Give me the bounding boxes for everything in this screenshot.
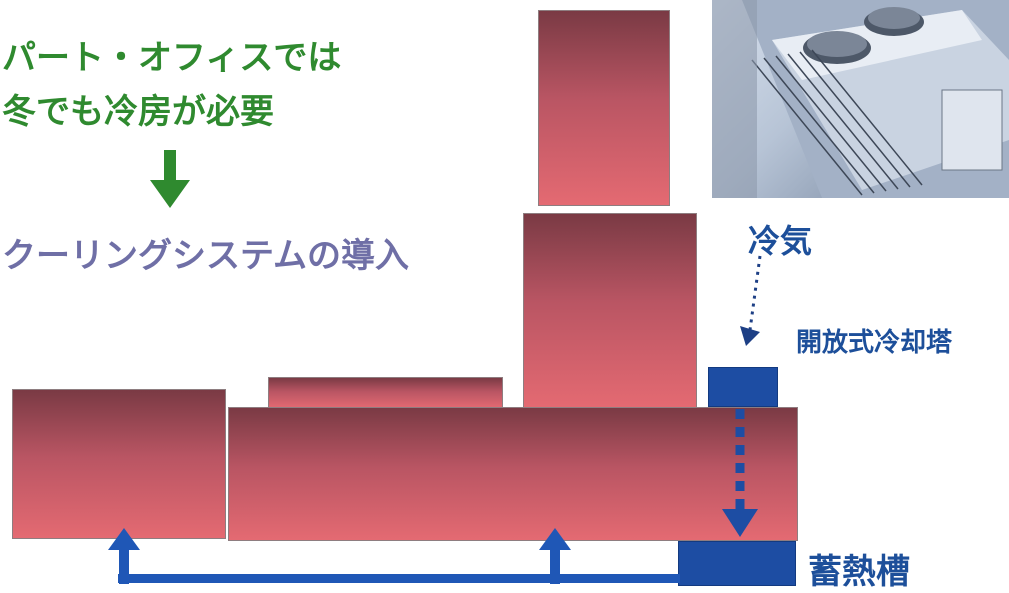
building-main-block (228, 407, 798, 541)
building-roof-block (268, 377, 503, 409)
dashed-down-arrow-icon (722, 409, 758, 537)
cold-air-label: 冷気 (748, 222, 813, 260)
up-arrow-icon (108, 528, 140, 584)
headline-line-1: パート・オフィスでは (2, 38, 342, 78)
dotted-arrow-icon (740, 255, 762, 346)
headline-line-2: 冬でも冷房が必要 (2, 92, 274, 132)
cooling-tower-photo (712, 0, 1009, 198)
heat-storage-tank (678, 541, 796, 586)
horizontal-pipe (118, 574, 680, 583)
building-tower-middle (523, 213, 697, 409)
cooling-tower-unit (708, 367, 778, 407)
building-tower-top (538, 10, 670, 206)
cooling-tower-illustration (712, 0, 1009, 198)
down-arrow-icon (150, 150, 190, 208)
up-arrow-icon (539, 528, 571, 584)
open-cooling-tower-label: 開放式冷却塔 (796, 328, 953, 358)
heat-storage-tank-label: 蓄熱槽 (808, 552, 910, 592)
building-left-wing (12, 389, 226, 539)
cooling-system-title: クーリングシステムの導入 (2, 236, 409, 276)
